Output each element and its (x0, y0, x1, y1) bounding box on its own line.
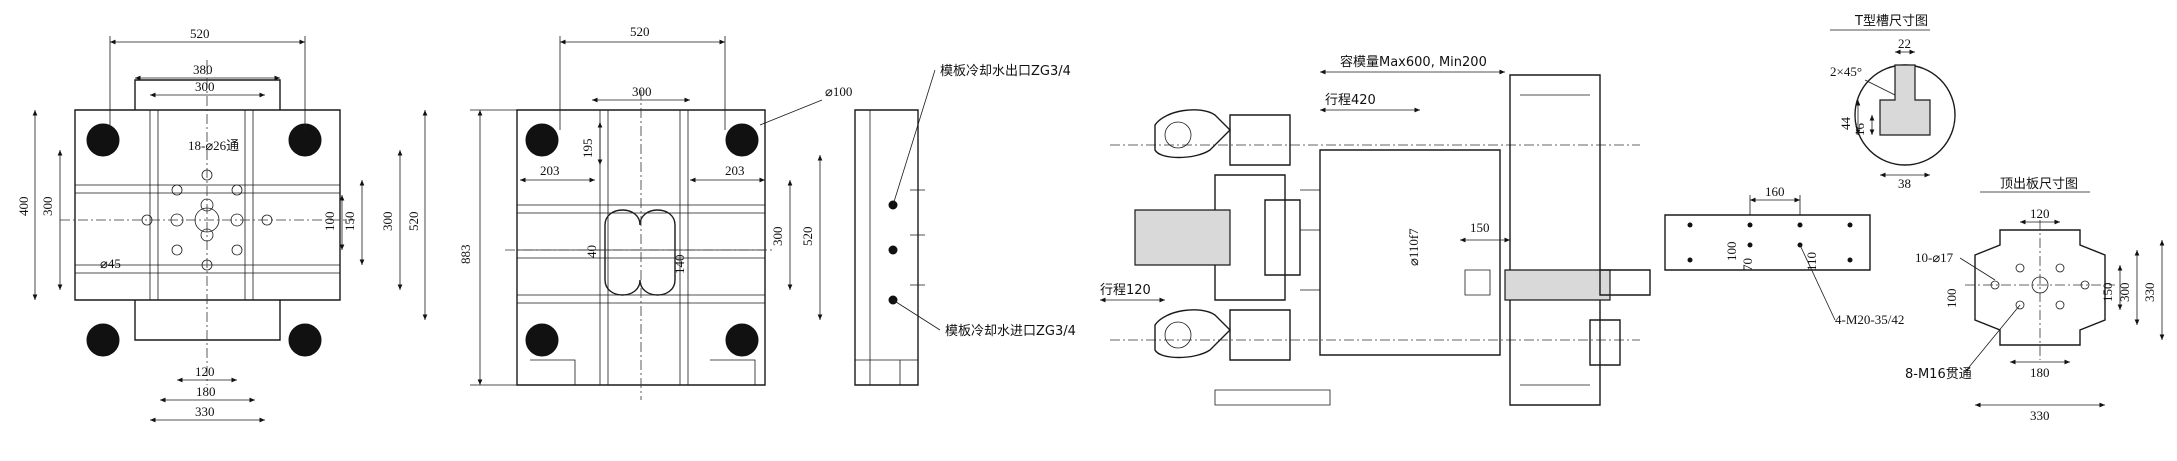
stroke-420-label: 行程420 (1325, 93, 1376, 108)
t-slot-detail: T型槽尺寸图 22 2×45° 44 16 38 (1830, 14, 1956, 191)
dim-22: 22 (1898, 36, 1911, 51)
dim-40: 40 (584, 245, 599, 258)
moving-platen (1319, 149, 1501, 356)
dim-150: 150 (2100, 283, 2115, 303)
dim-400: 400 (16, 197, 31, 217)
platen-top-bottom-tabs (134, 79, 281, 341)
mold-capacity-label: 容模量Max600, Min200 (1340, 54, 1487, 70)
ejector-block-view: 160 100 70 110 4-M20-35/42 (1664, 184, 1904, 327)
dim-70: 70 (1740, 258, 1755, 271)
nozzle-opening (604, 209, 676, 296)
dim-330: 330 (195, 404, 215, 419)
dim-150: 150 (342, 212, 357, 232)
thread-note: 4-M20-35/42 (1835, 312, 1904, 327)
dim-150: 150 (1470, 220, 1490, 235)
dim-100: 100 (1724, 242, 1739, 262)
chamfer-label: 2×45° (1830, 64, 1862, 79)
t-slot (149, 110, 254, 300)
holes-note: 18-⌀26通 (188, 138, 239, 153)
dim-300: 300 (632, 84, 652, 99)
platen-outline (74, 109, 341, 301)
tie-bar-hole (288, 323, 322, 357)
dim-300: 300 (195, 79, 215, 94)
centerline (60, 60, 355, 385)
stroke-120-label: 行程120 (1100, 283, 1151, 298)
dim-300: 300 (2117, 283, 2132, 303)
dim-160: 160 (1765, 184, 1785, 199)
t-slot-title: T型槽尺寸图 (1854, 14, 1928, 29)
dim-right-520: 520 (406, 212, 421, 232)
platen-side-view: 模板冷却水出口ZG3/4 模板冷却水进口ZG3/4 (854, 64, 1076, 386)
dim-110: 110 (1804, 252, 1819, 271)
thread-note: 8-M16贯通 (1905, 367, 1972, 382)
fixed-platen-outline (516, 109, 766, 386)
t-slot (75, 184, 340, 274)
dim-520: 520 (190, 26, 210, 41)
dim-right-300: 300 (380, 212, 395, 232)
dim-120: 120 (2030, 206, 2050, 221)
dim-180: 180 (196, 384, 216, 399)
clamping-unit-elevation: 容模量Max600, Min200 行程420 ⌀110f7 150 行程120 (1100, 54, 1651, 406)
dim-203-right: 203 (725, 163, 745, 178)
dim-45: ⌀45 (100, 256, 121, 271)
dim-140: 140 (672, 255, 687, 275)
dim-883: 883 (458, 245, 473, 265)
dim-100: 100 (322, 212, 337, 232)
t-slot-profile (1879, 64, 1931, 136)
dim-520: 520 (630, 24, 650, 39)
dim-180: 180 (2030, 365, 2050, 380)
dim-left-300: 300 (40, 197, 55, 217)
dia-110-label: ⌀110f7 (1406, 228, 1421, 266)
ejector-plate-outline (1974, 229, 2106, 346)
ejector-plate-title: 顶出板尺寸图 (2000, 177, 2078, 192)
dim-120: 120 (195, 364, 215, 379)
water-inlet-label: 模板冷却水进口ZG3/4 (945, 324, 1076, 339)
nozzle-tube (1504, 269, 1611, 301)
dim-dia-100: ⌀100 (825, 84, 852, 99)
fixed-platen-view: 520 300 ⌀100 195 203 203 883 300 520 140… (458, 24, 852, 400)
dim-16: 16 (1852, 123, 1867, 137)
dim-300-right: 300 (770, 227, 785, 247)
dim-195: 195 (580, 139, 595, 159)
dim-44: 44 (1838, 117, 1853, 131)
water-outlet-label: 模板冷却水出口ZG3/4 (940, 64, 1071, 79)
ejector-cylinder (1134, 209, 1231, 266)
dim-100: 100 (1944, 289, 1959, 309)
ejector-block-outline (1664, 214, 1871, 271)
tie-bar-hole (86, 323, 120, 357)
holes-note: 10-⌀17 (1915, 250, 1954, 265)
dim-380: 380 (193, 62, 213, 77)
dim-520-right: 520 (800, 227, 815, 247)
fixed-platen (1509, 74, 1601, 406)
ejector-plate-view: 顶出板尺寸图 120 10-⌀17 100 150 300 330 8-M16贯… (1905, 177, 2165, 423)
tie-bar-hole (86, 123, 120, 157)
platen-front-view: 520 380 300 18-⌀26通 400 300 100 150 300 … (16, 26, 428, 423)
dim-203-left: 203 (540, 163, 560, 178)
dim-330-right: 330 (2142, 283, 2157, 303)
dim-38: 38 (1898, 176, 1911, 191)
dim-330: 330 (2030, 408, 2050, 423)
